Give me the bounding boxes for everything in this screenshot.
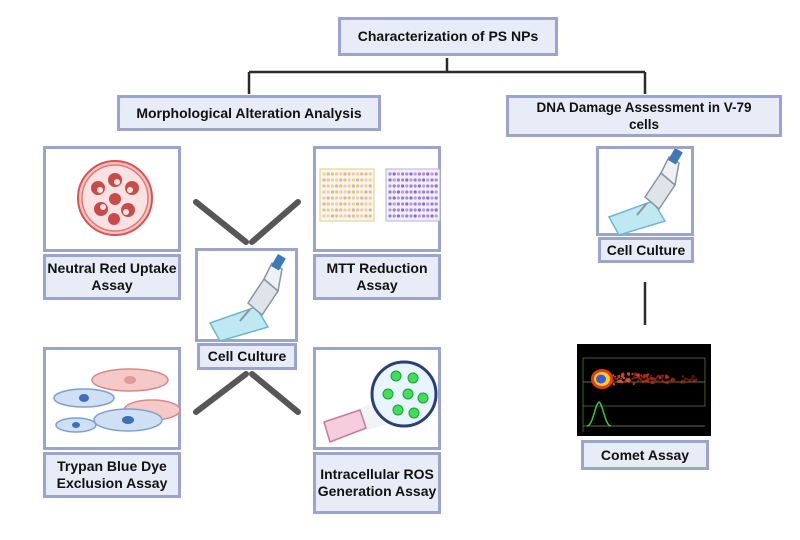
mtt-label-box: MTT Reduction Assay: [313, 254, 441, 300]
comet-image: [577, 344, 711, 436]
ros-label: Intracellular ROS Generation Assay: [317, 466, 437, 499]
comet-label-box: Comet Assay: [581, 440, 709, 470]
ros-cell-icon: [323, 360, 438, 443]
ros-image-frame: [313, 347, 441, 450]
ros-label-box: Intracellular ROS Generation Assay: [313, 452, 441, 514]
cells-icon: [53, 368, 181, 433]
pipette-icon: [208, 253, 286, 342]
neutral-red-label-box: Neutral Red Uptake Assay: [43, 254, 181, 300]
neutral-red-label: Neutral Red Uptake Assay: [47, 260, 177, 293]
cell-culture-right-label: Cell Culture: [606, 241, 686, 258]
petri-dish-icon: [77, 160, 153, 236]
cell-culture-center-box: Cell Culture: [197, 343, 297, 370]
title-label: Characterization of PS NPs: [357, 28, 539, 44]
neutral-red-image-frame: [43, 146, 181, 252]
dna-damage-label: DNA Damage Assessment in V-79 cells: [536, 100, 752, 132]
morphological-label: Morphological Alteration Analysis: [136, 104, 362, 121]
pipette-icon: [607, 149, 683, 236]
comet-label: Comet Assay: [600, 446, 690, 463]
x-arrow-bottom-right: [249, 371, 301, 415]
well-plate-icon: [319, 168, 441, 222]
trypan-blue-label: Trypan Blue Dye Exclusion Assay: [56, 458, 168, 491]
mtt-image-frame: [313, 146, 441, 252]
cell-culture-center-frame: [195, 248, 298, 342]
x-arrow-top-left: [193, 199, 249, 245]
x-arrow-top-right: [249, 199, 301, 245]
trypan-blue-label-box: Trypan Blue Dye Exclusion Assay: [43, 452, 181, 498]
title-box: Characterization of PS NPs: [338, 17, 558, 56]
morphological-analysis-box: Morphological Alteration Analysis: [117, 95, 381, 131]
cell-culture-right-box: Cell Culture: [598, 237, 694, 263]
trypan-blue-image-frame: [43, 347, 181, 450]
cell-culture-center-label: Cell Culture: [207, 348, 287, 364]
dna-damage-box: DNA Damage Assessment in V-79 cells: [506, 95, 782, 137]
mtt-label: MTT Reduction Assay: [326, 260, 428, 293]
cell-culture-right-frame: [596, 146, 694, 236]
x-arrow-bottom-left: [193, 371, 249, 415]
